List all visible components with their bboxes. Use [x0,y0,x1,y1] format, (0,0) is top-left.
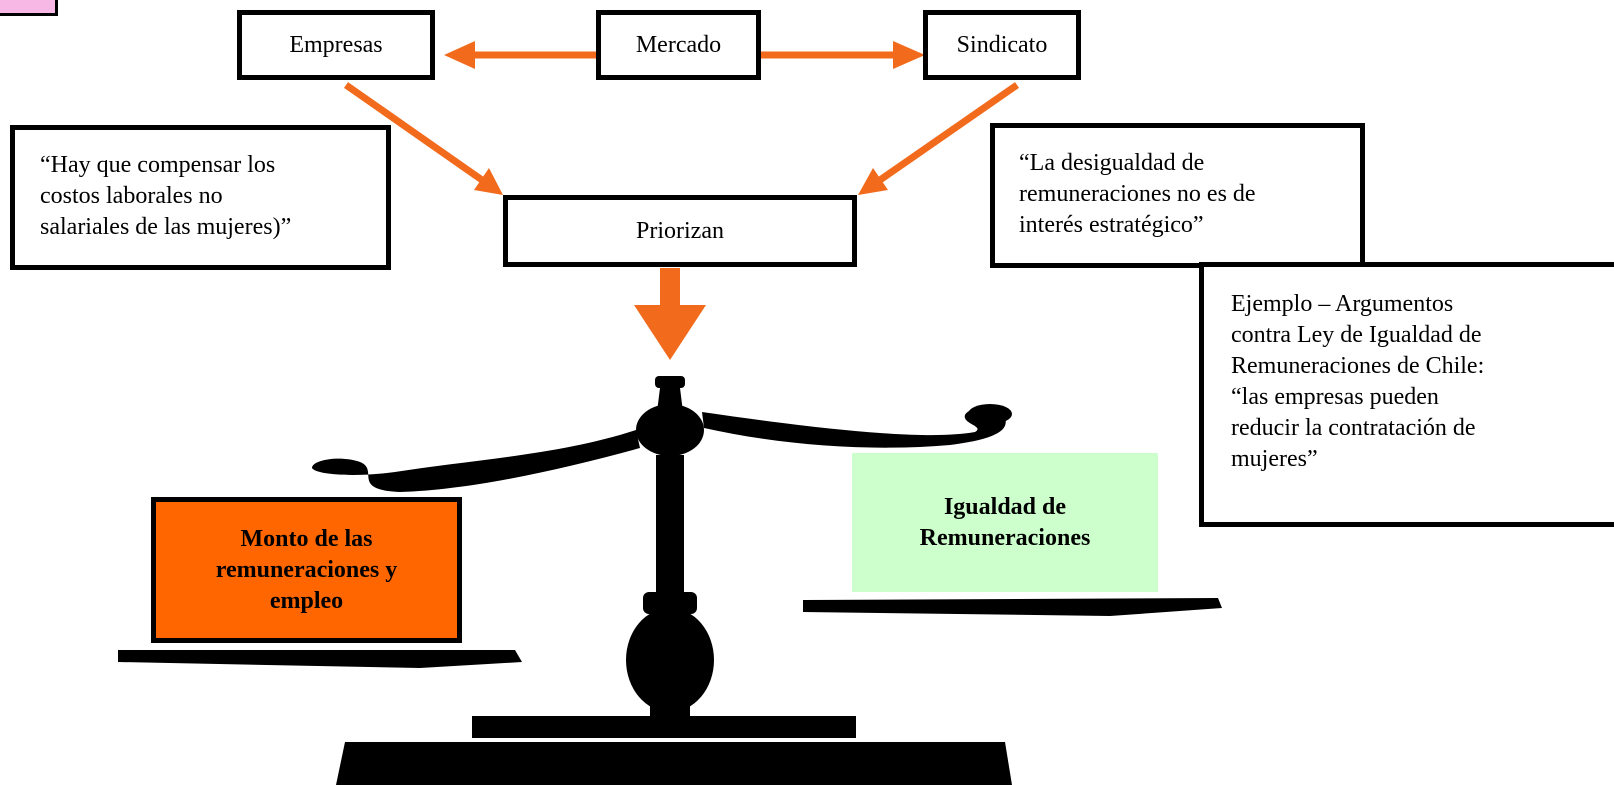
node-sindicato-label: Sindicato [956,31,1048,58]
quote-line: Remuneraciones de Chile: [1231,353,1485,379]
arrowhead-priorizan-right [858,168,888,195]
node-empresas: Empresas [237,10,435,80]
node-priorizan-label: Priorizan [636,217,724,244]
quote-sindicato: “La desigualdad de remuneraciones no es … [990,123,1365,268]
right-pan-box: Igualdad de Remuneraciones [852,453,1158,592]
quote-empresas: “Hay que compensar los costos laborales … [10,125,391,270]
node-empresas-label: Empresas [289,31,383,58]
left-pan-line: remuneraciones y [215,556,398,583]
quote-line: “las empresas pueden [1231,384,1439,410]
quote-line: interés estratégico” [1019,212,1204,238]
left-pan-line: Monto de las [240,525,373,552]
arrowhead-priorizan-left [474,168,503,195]
quote-line: costos laborales no [40,183,223,209]
node-mercado: Mercado [596,10,761,80]
arrow-sindicato-to-priorizan [878,82,1019,183]
quote-line: contra Ley de Igualdad de [1231,322,1482,348]
quote-example-chile: Ejemplo – Argumentos contra Ley de Igual… [1199,262,1614,527]
quote-line: “La desigualdad de [1019,150,1205,176]
quote-line: mujeres” [1231,446,1318,472]
left-pan-box: Monto de las remuneraciones y empleo [151,497,462,643]
quote-line: reducir la contratación de [1231,415,1476,441]
connector-arrows [343,41,1019,360]
quote-line: Ejemplo – Argumentos [1231,291,1454,317]
corner-tag [0,0,58,16]
arrow-empresas-to-priorizan [343,82,485,183]
left-pan-line: empleo [269,587,344,614]
arrowhead-empresas [444,41,475,69]
node-mercado-label: Mercado [635,31,722,58]
node-sindicato: Sindicato [923,10,1081,80]
arrow-priorizan-to-scale [660,268,680,310]
arrowhead-scale [634,305,706,360]
quote-line: remuneraciones no es de [1019,181,1256,207]
balance-scale [118,376,1222,785]
node-priorizan: Priorizan [503,195,857,267]
right-pan-line: Remuneraciones [919,524,1091,551]
quote-line: “Hay que compensar los [40,152,276,178]
arrowhead-sindicato [893,41,925,69]
quote-line: salariales de las mujeres)” [40,214,292,240]
right-pan-line: Igualdad de [943,493,1067,520]
